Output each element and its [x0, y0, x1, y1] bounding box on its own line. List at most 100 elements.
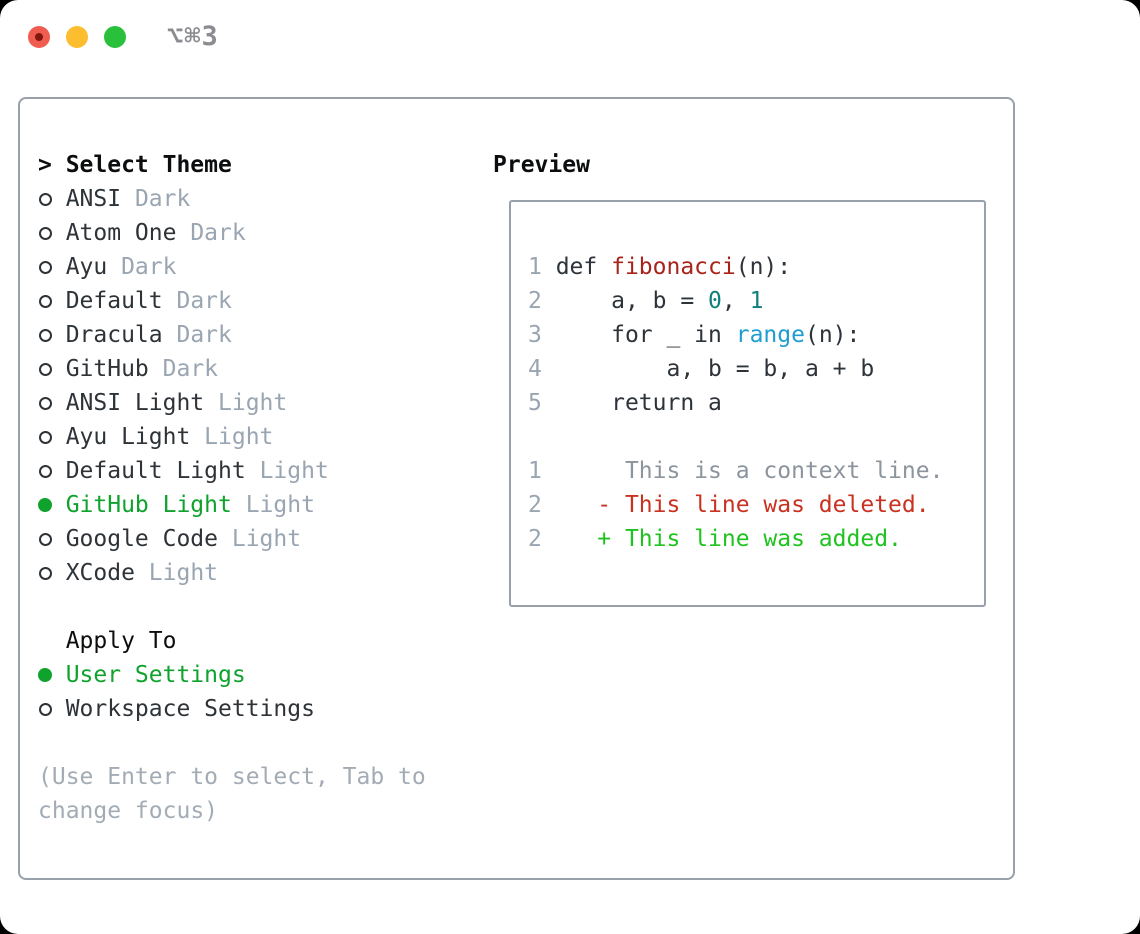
- radio-cell: [38, 566, 66, 580]
- code-line: 1 def fibonacci(n):: [528, 250, 984, 284]
- line-number: 2: [528, 288, 556, 314]
- radio-cell: [38, 396, 66, 410]
- theme-option[interactable]: GitHub Light Light: [38, 488, 468, 522]
- theme-name: Default Light: [65, 458, 260, 484]
- line-number: 2: [528, 492, 556, 518]
- line-number: 1: [528, 458, 556, 484]
- code-line: 1 This is a context line.: [528, 454, 984, 488]
- theme-option[interactable]: Dracula Dark: [38, 318, 468, 352]
- preview-box: 1 def fibonacci(n): 2 a, b = 0, 1 3 for _ …: [509, 200, 986, 607]
- radio-cell: [38, 362, 66, 376]
- code-line: 3 for _ in range(n):: [528, 318, 984, 352]
- radio-icon: [39, 260, 52, 274]
- theme-variant: Dark: [121, 254, 177, 280]
- theme-option[interactable]: Ayu Light Light: [38, 420, 468, 454]
- theme-variant: Light: [231, 526, 302, 552]
- radio-icon: [39, 532, 52, 546]
- line-number: 5: [528, 390, 556, 416]
- theme-option[interactable]: ANSI Dark: [38, 182, 468, 216]
- theme-option[interactable]: Ayu Dark: [38, 250, 468, 284]
- line-number: [528, 424, 542, 450]
- code-preview: 1 def fibonacci(n): 2 a, b = 0, 1 3 for _ …: [511, 202, 984, 556]
- radio-cell: [38, 464, 66, 478]
- theme-name: Google Code: [65, 526, 232, 552]
- close-button-dot: [35, 33, 43, 41]
- keyboard-hint: (Use Enter to select, Tab to change focu…: [38, 764, 426, 824]
- theme-name: ANSI Light: [65, 390, 219, 416]
- theme-variant: Light: [245, 492, 315, 518]
- line-number: 1: [528, 254, 556, 280]
- radio-icon: [39, 328, 52, 342]
- focus-cursor-cell: >: [38, 152, 66, 178]
- minimize-button[interactable]: [66, 26, 88, 48]
- code-segment: - This line was deleted.: [555, 492, 930, 518]
- apply-to-option-label: Workspace Settings: [65, 696, 315, 722]
- radio-cell: [38, 498, 66, 512]
- code-segment: return a: [555, 390, 722, 416]
- theme-variant: Dark: [190, 220, 246, 246]
- code-segment: This is a context line.: [555, 458, 944, 484]
- radio-cell: [38, 260, 66, 274]
- theme-variant: Light: [259, 458, 329, 484]
- theme-variant: Dark: [134, 186, 191, 212]
- code-segment: fibonacci: [611, 254, 736, 280]
- theme-variant: Dark: [162, 356, 219, 382]
- zoom-button[interactable]: [104, 26, 126, 48]
- theme-name: GitHub Light: [65, 492, 246, 518]
- theme-variant: Light: [218, 390, 288, 416]
- window-title: ⌥⌘3: [167, 21, 219, 52]
- theme-option[interactable]: XCode Light: [38, 556, 468, 590]
- line-number: 3: [528, 322, 556, 348]
- code-segment: a, b =: [555, 288, 709, 314]
- theme-option[interactable]: ANSI Light Light: [38, 386, 468, 420]
- title-bar: ⌥⌘3: [0, 0, 1140, 74]
- line-number: 2: [528, 526, 556, 552]
- code-segment: (n):: [804, 322, 861, 348]
- code-line: 2 - This line was deleted.: [528, 488, 984, 522]
- radio-icon: [39, 294, 52, 308]
- radio-cell: [38, 294, 66, 308]
- apply-to-option[interactable]: Workspace Settings: [38, 692, 468, 726]
- theme-option[interactable]: Default Dark: [38, 284, 468, 318]
- theme-name: XCode: [65, 560, 149, 586]
- theme-option[interactable]: Default Light Light: [38, 454, 468, 488]
- radio-icon: [39, 362, 52, 376]
- apply-to-option[interactable]: User Settings: [38, 658, 468, 692]
- theme-variant: Light: [148, 560, 219, 586]
- radio-icon: [39, 702, 52, 716]
- theme-name: Ayu: [65, 254, 122, 280]
- apply-to-heading-row: Apply To: [38, 624, 468, 658]
- close-button[interactable]: [28, 26, 50, 48]
- theme-name: Default: [65, 288, 177, 314]
- radio-icon: [39, 192, 52, 206]
- code-line: 4 a, b = b, a + b: [528, 352, 984, 386]
- theme-variant: Dark: [176, 322, 232, 348]
- radio-icon: [39, 226, 52, 240]
- theme-name: Atom One: [65, 220, 191, 246]
- radio-selected-icon: [38, 498, 52, 512]
- preview-heading: Preview: [493, 152, 590, 178]
- radio-icon: [39, 566, 52, 580]
- theme-variant: Dark: [176, 288, 232, 314]
- radio-icon: [39, 430, 52, 444]
- code-segment: ,: [721, 288, 750, 314]
- radio-cell: [38, 430, 66, 444]
- theme-name: ANSI: [65, 186, 135, 212]
- code-segment: 0: [708, 288, 722, 314]
- theme-name: Ayu Light: [65, 424, 205, 450]
- code-segment: a, b = b, a + b: [555, 356, 875, 382]
- radio-cell: [38, 668, 66, 682]
- code-segment: (n):: [735, 254, 792, 280]
- theme-option[interactable]: GitHub Dark: [38, 352, 468, 386]
- theme-option[interactable]: Google Code Light: [38, 522, 468, 556]
- radio-selected-icon: [38, 668, 52, 682]
- theme-picker-heading-row: > Select Theme: [38, 148, 468, 182]
- radio-icon: [39, 396, 52, 410]
- theme-option[interactable]: Atom One Dark: [38, 216, 468, 250]
- focus-cursor-icon: >: [38, 152, 52, 178]
